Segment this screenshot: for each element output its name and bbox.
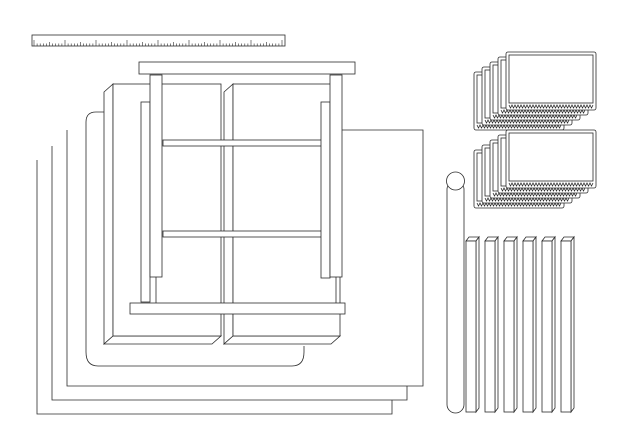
bottom-bar — [129, 302, 346, 315]
tube-body — [446, 180, 465, 414]
right-panel-bottom — [222, 335, 342, 345]
label-card — [505, 51, 597, 111]
slat-group — [465, 235, 575, 414]
left-inner-post — [140, 101, 151, 303]
slat — [541, 235, 556, 414]
right-post — [329, 74, 343, 278]
slat — [560, 235, 575, 414]
ruler-body — [31, 34, 286, 47]
backing-sheet-3 — [51, 146, 408, 401]
frame-assembly — [102, 61, 356, 345]
tube-end-cap — [446, 171, 465, 191]
backing-sheet-1 — [85, 111, 305, 367]
left-panel-side — [103, 83, 114, 345]
backing-sheet-4 — [36, 160, 393, 415]
backing-sheet-stack — [36, 111, 424, 415]
ruler — [31, 34, 286, 47]
label-card-stack — [473, 129, 597, 209]
ruler-ticks — [33, 40, 283, 46]
lower-cross-rail — [162, 230, 324, 238]
upper-cross-rail — [162, 139, 324, 147]
slat — [503, 235, 518, 414]
backing-sheet-2 — [66, 129, 424, 387]
left-post — [149, 74, 163, 278]
slat — [522, 235, 537, 414]
left-panel-bottom — [102, 335, 223, 345]
slat — [465, 235, 480, 414]
slat — [484, 235, 499, 414]
right-inner-post — [320, 101, 331, 279]
left-panel-face — [112, 83, 222, 337]
label-card — [505, 129, 597, 189]
top-bar — [138, 61, 356, 75]
label-card-stack — [473, 51, 597, 131]
rolled-tube — [446, 171, 465, 414]
